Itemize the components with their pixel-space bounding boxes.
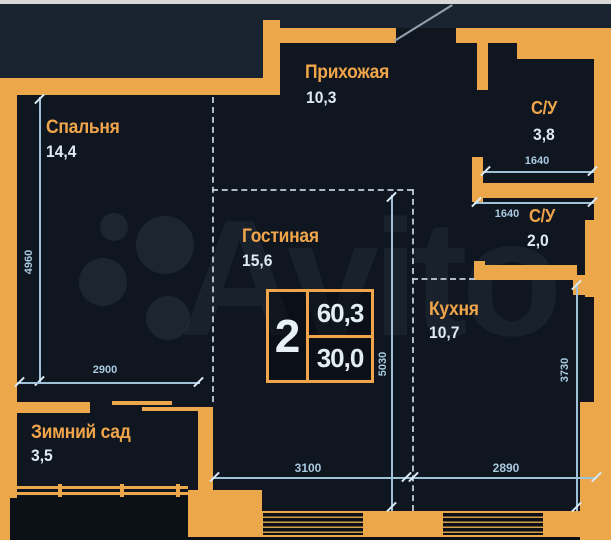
wall-left-lower (0, 498, 10, 540)
sliding-door-leaf-b (142, 407, 200, 411)
badge-living-area: 30,0 (316, 343, 365, 374)
room-label-hallway: Прихожая (305, 62, 390, 83)
screen-top-strip (0, 0, 611, 4)
room-area-winter-garden: 3,5 (31, 446, 53, 465)
partition-hallway-living-dashed (212, 189, 413, 191)
dim-line-bedroom-width (17, 382, 200, 384)
outside-area-top-left (0, 28, 263, 78)
wall-top-left (0, 78, 265, 95)
room-label-winter-garden: Зимний сад (31, 422, 131, 443)
window-winter-garden-line (0, 492, 188, 495)
wall-bathroom1-top (517, 43, 611, 59)
wall-left (0, 78, 17, 498)
dim-label-bedroom-width: 2900 (92, 364, 118, 376)
dim-label-bathroom1-width: 1640 (524, 155, 550, 167)
badge-room-count: 2 (269, 292, 309, 380)
wall-top-right (456, 28, 611, 43)
wall-entry-top (276, 28, 396, 43)
wall-bathroom-divider (483, 183, 594, 198)
dim-label-living-height: 5030 (377, 351, 389, 377)
wall-bottom-left-corner (188, 490, 262, 537)
dim-label-bedroom-height: 4960 (23, 249, 35, 275)
watermark-dot (79, 258, 127, 306)
window-kitchen (443, 513, 543, 535)
outside-area-bottom-left (10, 496, 188, 536)
watermark-dot (146, 296, 190, 340)
room-label-bedroom: Спальня (46, 117, 120, 138)
wall-bathroom-divider-stub (472, 157, 483, 202)
watermark-dot (100, 213, 128, 241)
sliding-door-leaf-a (112, 401, 172, 405)
apartment-badge: 2 60,3 30,0 (266, 289, 374, 383)
room-area-bathroom2: 2,0 (527, 231, 549, 250)
dim-line-bathroom1-width (483, 171, 594, 173)
window-mullion (58, 484, 62, 497)
dim-line-kitchen-height (576, 283, 578, 511)
badge-total-area: 60,3 (309, 292, 371, 338)
room-area-living: 15,6 (242, 251, 273, 270)
wall-winter-garden-top (13, 402, 90, 413)
room-area-bathroom1: 3,8 (533, 125, 555, 144)
window-mullion (120, 484, 124, 497)
room-label-kitchen: Кухня (429, 299, 479, 320)
window-living-room (263, 513, 363, 535)
window-mullion (10, 484, 14, 497)
dim-line-bathroom2-width (474, 202, 594, 204)
partition-bedroom-dashed (212, 97, 214, 402)
window-winter-garden-line (0, 486, 188, 489)
wall-entry-stub (263, 20, 280, 95)
dim-line-living-height (391, 195, 393, 511)
wall-bathroom1-door-stub (477, 43, 488, 90)
dim-label-living-width: 3100 (294, 461, 322, 475)
wall-right-step (585, 220, 594, 297)
dim-label-bathroom2-width: 1640 (494, 208, 520, 220)
room-label-living: Гостиная (242, 226, 319, 247)
room-area-bedroom: 14,4 (46, 142, 77, 161)
partition-hallway-kitchen-dashed (412, 278, 475, 280)
wall-kitchen-top (485, 265, 577, 280)
bottom-edge-strip (0, 536, 611, 540)
wall-living-winter-garden (198, 407, 213, 492)
wall-bathroom2-door-stub (474, 261, 485, 280)
dim-label-kitchen-height: 3730 (559, 357, 571, 383)
room-label-bathroom1: С/У (531, 98, 558, 118)
room-area-kitchen: 10,7 (429, 323, 460, 342)
room-label-bathroom2: С/У (529, 206, 556, 226)
dim-label-kitchen-width: 2890 (492, 461, 520, 475)
watermark-dot (136, 216, 194, 274)
dim-line-bedroom-height (39, 97, 41, 383)
window-mullion (176, 484, 180, 497)
outside-area-top (0, 4, 611, 28)
room-area-hallway: 10,3 (306, 88, 337, 107)
partition-living-kitchen-dashed (412, 189, 414, 511)
